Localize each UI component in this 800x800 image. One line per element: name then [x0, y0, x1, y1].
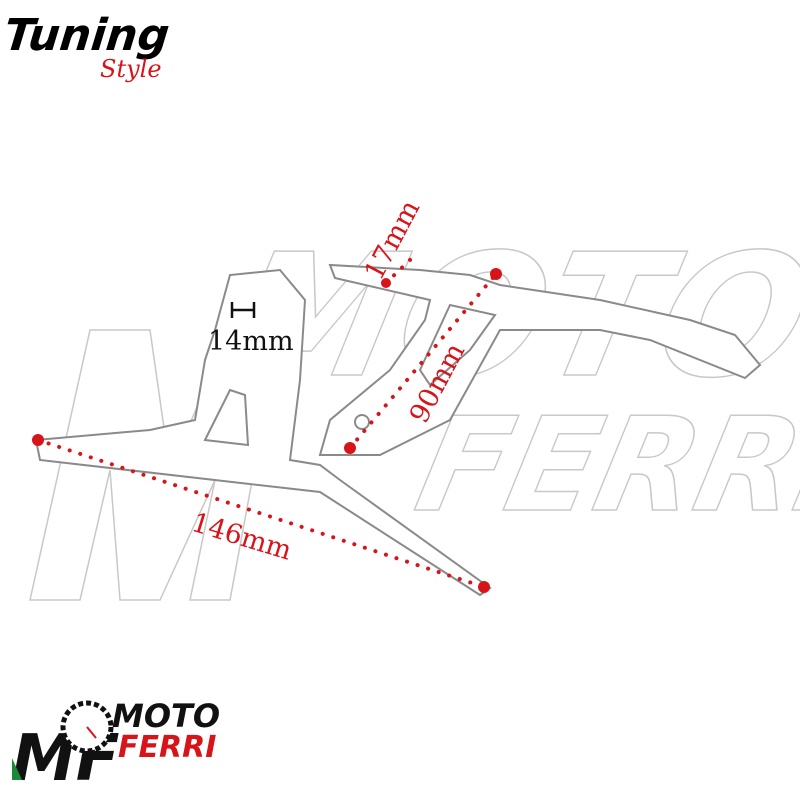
dimension-lines	[36, 256, 498, 589]
right-bracket	[318, 263, 762, 456]
logo-style: Style	[100, 55, 162, 83]
dimension-endpoints	[32, 268, 502, 593]
watermark: MOTO FERRI	[29, 216, 800, 601]
diagonal-dimension-line	[348, 272, 498, 450]
length-dimension-line	[36, 438, 486, 589]
tuning-style-logo: Tuning Style	[2, 10, 172, 83]
logo-tuning: Tuning	[2, 10, 172, 61]
left-bracket	[34, 268, 492, 597]
logo-ferri: FERRI	[118, 730, 216, 765]
length-label: 146mm	[188, 507, 295, 567]
watermark-line2: FERRI	[405, 390, 800, 541]
logo-moto: MOTO	[112, 697, 220, 735]
slot-width-marker	[230, 302, 256, 318]
slot-width-label: 14mm	[208, 326, 294, 357]
motoferri-logo: MF MOTO FERRI	[12, 697, 220, 796]
left-bracket-slot	[203, 388, 250, 447]
right-bracket-slot	[418, 303, 497, 387]
mounting-hole	[354, 414, 370, 430]
